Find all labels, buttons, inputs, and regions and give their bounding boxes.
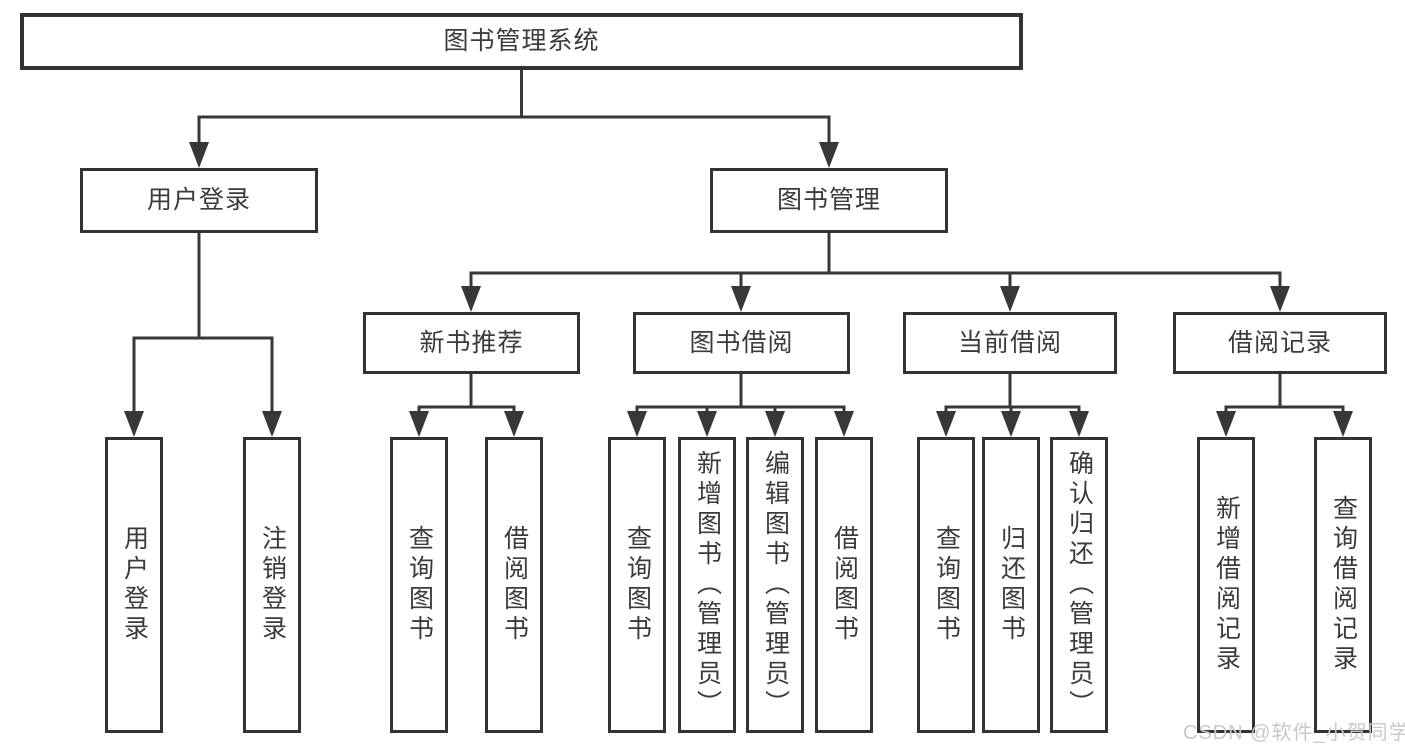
node-label: 图书管理系统 bbox=[443, 27, 600, 55]
arrowheads bbox=[124, 142, 1353, 437]
node-label: 借阅图书 bbox=[830, 525, 859, 645]
leaf-nbr-query-books: 查询图书 bbox=[390, 437, 448, 733]
leaf-bb-edit-books-admin: 编辑图书（管理员） bbox=[746, 437, 804, 733]
leaf-cb-return-books: 归还图书 bbox=[982, 437, 1040, 733]
node-label: 借阅图书 bbox=[500, 525, 529, 645]
node-label: 查询借阅记录 bbox=[1329, 495, 1358, 675]
leaf-cb-query-books: 查询图书 bbox=[917, 437, 975, 733]
node-label: 图书借阅 bbox=[689, 328, 794, 357]
leaf-br-query-borrow-record: 查询借阅记录 bbox=[1314, 437, 1372, 733]
node-book-borrowing: 图书借阅 bbox=[633, 312, 850, 374]
node-library-management-system: 图书管理系统 bbox=[20, 13, 1023, 70]
node-book-management: 图书管理 bbox=[710, 168, 948, 233]
leaf-logout: 注销登录 bbox=[243, 437, 301, 733]
leaf-bb-add-books-admin: 新增图书（管理员） bbox=[678, 437, 736, 733]
node-label: 查询图书 bbox=[932, 525, 961, 645]
leaf-user-login: 用户登录 bbox=[105, 437, 163, 733]
node-label: 查询图书 bbox=[623, 525, 652, 645]
node-label: 用户登录 bbox=[146, 186, 251, 214]
leaf-bb-query-books: 查询图书 bbox=[608, 437, 666, 733]
node-label: 借阅记录 bbox=[1227, 328, 1332, 357]
node-label: 用户登录 bbox=[120, 525, 149, 645]
node-label: 编辑图书（管理员） bbox=[761, 450, 790, 720]
node-label: 归还图书 bbox=[997, 525, 1026, 645]
node-label: 注销登录 bbox=[258, 525, 287, 645]
node-new-book-recommend: 新书推荐 bbox=[363, 312, 580, 374]
node-label: 当前借阅 bbox=[957, 328, 1062, 357]
node-label: 新增图书（管理员） bbox=[693, 450, 722, 720]
node-user-login: 用户登录 bbox=[80, 168, 318, 233]
node-label: 确认归还（管理员） bbox=[1065, 450, 1094, 720]
node-label: 新增借阅记录 bbox=[1212, 495, 1241, 675]
csdn-watermark: CSDN @软件_小贺同学 bbox=[1183, 722, 1405, 744]
node-label: 新书推荐 bbox=[419, 328, 524, 357]
node-label: 图书管理 bbox=[776, 186, 881, 214]
leaf-cb-confirm-return-admin: 确认归还（管理员） bbox=[1050, 437, 1108, 733]
node-borrow-records: 借阅记录 bbox=[1173, 312, 1387, 374]
leaf-br-add-borrow-record: 新增借阅记录 bbox=[1197, 437, 1255, 733]
leaf-bb-borrow-books: 借阅图书 bbox=[815, 437, 873, 733]
node-current-borrowing: 当前借阅 bbox=[903, 312, 1117, 374]
node-label: 查询图书 bbox=[405, 525, 434, 645]
leaf-nbr-borrow-books: 借阅图书 bbox=[485, 437, 543, 733]
